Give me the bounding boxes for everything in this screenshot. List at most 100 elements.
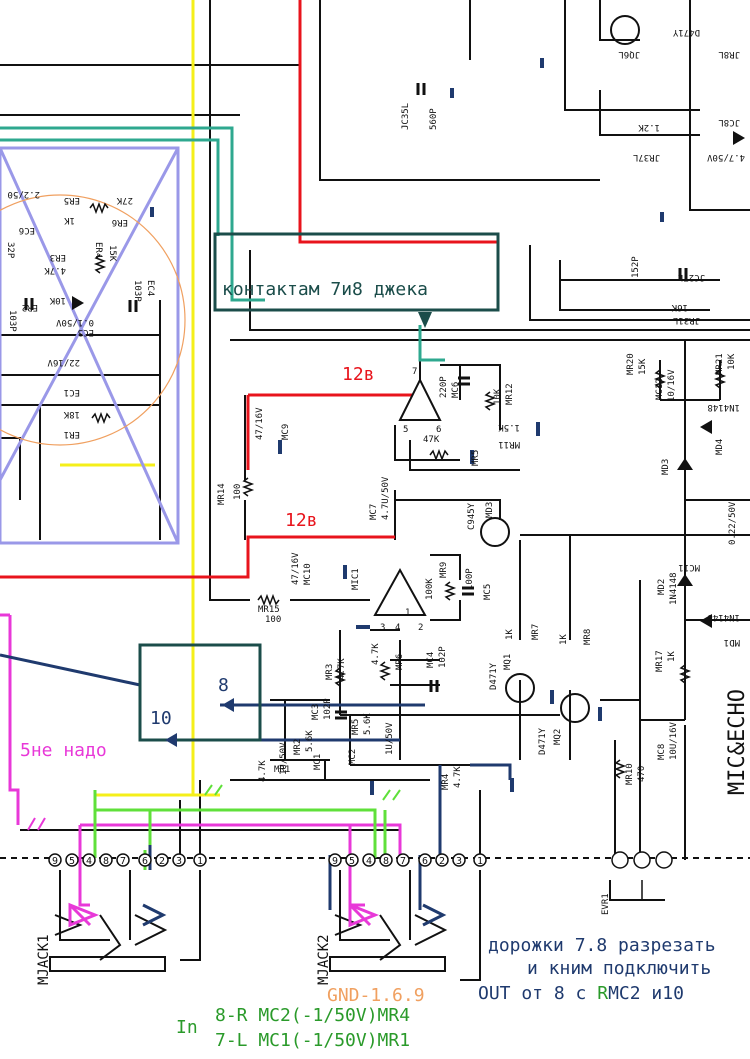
label-mc8: MC8 bbox=[657, 744, 667, 760]
label-mc11: MC11 bbox=[678, 562, 700, 572]
label-mjack2: MJACK2 bbox=[316, 934, 332, 985]
label-ec6: EC6 bbox=[19, 225, 35, 235]
pin-label: 6 bbox=[142, 856, 148, 867]
label-mr7: MR7 bbox=[531, 624, 541, 640]
label-18k: 18K bbox=[63, 409, 80, 419]
label-5-6k: 5.6K bbox=[305, 730, 315, 752]
label-jc8l: JC8L bbox=[718, 117, 740, 127]
label-10k: 10K bbox=[493, 388, 503, 405]
mic-echo-label: MIC&ECHO bbox=[725, 689, 750, 795]
transistor-md3 bbox=[480, 15, 640, 723]
label-jr8l: JR8L bbox=[718, 49, 740, 59]
label-mc10: MC10 bbox=[303, 563, 313, 585]
label-1n4148-c: 1N4148 bbox=[707, 612, 740, 622]
label-1k-c: 1K bbox=[667, 651, 677, 662]
resistors bbox=[89, 201, 727, 779]
connector-note-box bbox=[138, 643, 262, 742]
label-mr8: MR8 bbox=[583, 629, 593, 645]
label-mr6: MR6 bbox=[395, 654, 405, 670]
label-mr20: MR20 bbox=[626, 353, 636, 375]
label-c945y: C945Y bbox=[467, 502, 477, 530]
ic-pin-5: 5 bbox=[403, 425, 408, 435]
label-er3: ER3 bbox=[50, 252, 66, 262]
label-mc6: MC6 bbox=[451, 382, 461, 398]
label-220p: 220P bbox=[439, 376, 449, 398]
label-mr17: MR17 bbox=[655, 650, 665, 672]
label-pin3: 3 bbox=[380, 623, 385, 633]
label-ec3: EC3 bbox=[78, 327, 94, 337]
label-100: 100 bbox=[233, 484, 243, 500]
label-47k: 47K bbox=[423, 435, 440, 445]
label-10-16v: 10/16V bbox=[667, 369, 677, 402]
label-4-7-50v: 4.7/50V bbox=[706, 152, 745, 162]
pin-label: 6 bbox=[422, 856, 428, 867]
label-1-2k: 1.2K bbox=[638, 122, 660, 132]
label-mc12: MC12 bbox=[655, 378, 665, 400]
label-md2: MD2 bbox=[657, 579, 667, 595]
label-1u50v-b: 1U/50V bbox=[385, 722, 395, 755]
label-d471y-b: D471Y bbox=[538, 727, 548, 755]
label-er5: ER5 bbox=[64, 195, 80, 205]
pin-8-label: 8 bbox=[218, 675, 229, 696]
cut-marks bbox=[204, 784, 401, 801]
teal-wires bbox=[0, 126, 445, 362]
out-text: OUT от 8 с bbox=[478, 983, 587, 1004]
label-er4: ER4 bbox=[93, 242, 103, 258]
out-mc2: MC2 bbox=[608, 983, 641, 1004]
label-md4: MD4 bbox=[715, 439, 725, 455]
label-mc5: MC5 bbox=[483, 584, 493, 600]
label-4-7u50v: 4.7U/50V bbox=[381, 476, 391, 520]
label-1u50v: 1U/50V bbox=[279, 742, 289, 775]
label-10k-c: 10K bbox=[49, 295, 66, 305]
pin-label: 1 bbox=[477, 856, 483, 867]
label-1k: 1K bbox=[505, 629, 515, 640]
label-jr31l: JR31L bbox=[673, 315, 700, 325]
label-mq2: MQ2 bbox=[553, 729, 563, 745]
pin-label: 7 bbox=[400, 856, 406, 867]
in-label: In bbox=[176, 1017, 198, 1038]
label-4-7k-c: 4.7K bbox=[453, 766, 463, 788]
label-er2: ER2 bbox=[22, 302, 38, 312]
pin-label: 2 bbox=[439, 856, 445, 867]
label-10k-b: 10K bbox=[727, 353, 737, 370]
pin-label: 1 bbox=[197, 856, 203, 867]
blue-wires bbox=[0, 653, 512, 910]
label-mr10: MR10 bbox=[625, 763, 635, 785]
jack-bodies bbox=[49, 914, 448, 972]
label-ec4: EC4 bbox=[145, 280, 155, 296]
evr1-pins bbox=[611, 851, 673, 869]
label-ec1: EC1 bbox=[64, 387, 80, 397]
jack-magenta-triangles bbox=[68, 902, 380, 928]
label-mr12: MR12 bbox=[505, 383, 515, 405]
label-100-b: 100 bbox=[265, 615, 281, 625]
diodes bbox=[72, 131, 745, 628]
label-1-5k: 1.5K bbox=[498, 422, 520, 432]
label-mr2: MR2 bbox=[293, 739, 303, 755]
in-left-line: 7-L MC1(-1/50V)MR1 bbox=[215, 1030, 411, 1051]
pin-10-label: 10 bbox=[150, 708, 172, 729]
label-1k-d: 1K bbox=[64, 215, 75, 225]
label-1n4148-b: 1N4148 bbox=[669, 572, 679, 605]
label-100k: 100K bbox=[425, 578, 435, 600]
in-right-line: 8-R MC2(-1/50V)MR4 bbox=[215, 1005, 411, 1026]
label-152p: 152P bbox=[631, 256, 641, 278]
label-100p: 100P bbox=[465, 568, 475, 590]
label-mr14: MR14 bbox=[217, 483, 227, 505]
evr1-wiper bbox=[625, 880, 660, 901]
label-jc27l: JC27L bbox=[678, 272, 705, 282]
op-amp-mic1 bbox=[373, 567, 427, 616]
label-mr5: MR5 bbox=[471, 450, 481, 466]
op-amp-top bbox=[398, 377, 442, 421]
voltage-label-top: 12в bbox=[342, 364, 375, 385]
pin-label: 4 bbox=[86, 856, 92, 867]
label-2-2-50: 2.2/50 bbox=[7, 189, 40, 199]
pin-label: 3 bbox=[456, 856, 462, 867]
black-wiring bbox=[0, 0, 750, 981]
ic-pin-7: 7 bbox=[412, 367, 417, 377]
label-15k: 15K bbox=[638, 358, 648, 375]
label-mjack1: MJACK1 bbox=[36, 934, 52, 985]
pin-label: 9 bbox=[332, 856, 338, 867]
label-47-16v: 47/16V bbox=[255, 407, 265, 440]
label-0-1-50v: 0.1/50V bbox=[55, 317, 94, 327]
